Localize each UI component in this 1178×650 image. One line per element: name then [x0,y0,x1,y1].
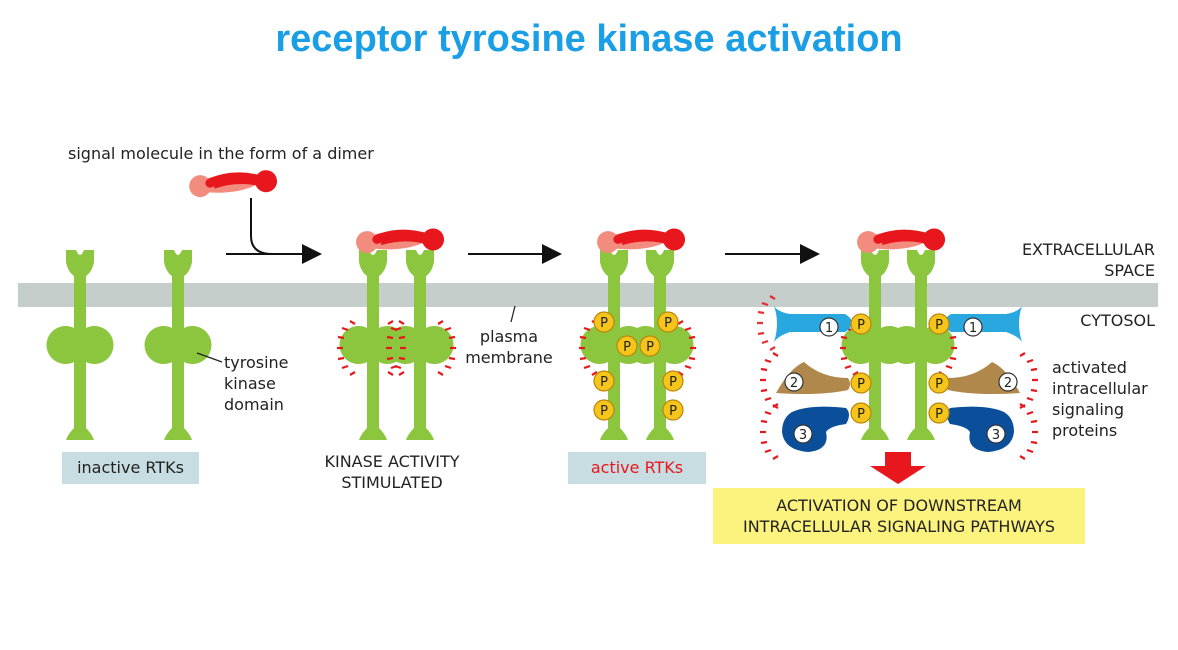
activated-proteins-label: activated intracellular signaling protei… [1052,357,1148,441]
protein-number-1: 1 [819,317,839,337]
protein-number-3: 3 [793,424,813,444]
page-title: receptor tyrosine kinase activation [275,18,903,60]
inactive-receptor-left [46,250,114,440]
plasma-line2: membrane [465,348,553,367]
phosphate-p-text: P [857,377,865,392]
downstream-activation-box: ACTIVATION OF DOWNSTREAM INTRACELLULAR S… [713,488,1085,544]
signaling-protein-3-left [782,406,849,452]
phosphate-p: P [616,335,638,357]
phosphate-p-text: P [623,340,631,355]
activated-line2: intracellular [1052,379,1148,398]
phosphate-p-text: P [600,316,608,331]
tyrosine-kinase-pointer [196,352,223,363]
phosphate-p: P [928,313,950,335]
binding-arrow [250,198,322,264]
phosphate-p-text: P [600,375,608,390]
tyrosine-line1: tyrosine [224,353,289,372]
kinase-activity-label: KINASE ACTIVITY STIMULATED [300,451,484,493]
phosphate-p-text: P [664,316,672,331]
active-rtks-label: active RTKs [568,452,706,484]
phosphate-p-text: P [669,404,677,419]
kinase-line2: STIMULATED [341,473,443,492]
stimulated-receptor-right [386,250,454,440]
signal-molecule-label: signal molecule in the form of a dimer [68,144,374,163]
tyrosine-line3: domain [224,395,284,414]
plasma-membrane-band [18,283,1158,307]
signal-molecule-free [188,167,278,200]
downstream-line1: ACTIVATION OF DOWNSTREAM [776,496,1022,515]
activated-line3: signaling [1052,400,1125,419]
phosphate-p-text: P [669,375,677,390]
extracellular-line2: SPACE [1104,261,1155,280]
plasma-line1: plasma [479,327,539,346]
protein-number-1-text: 1 [969,321,977,336]
phosphate-p: P [928,372,950,394]
protein-number-badges: 1 1 2 2 3 3 [784,317,1018,444]
phosphate-p: P [593,311,615,333]
extracellular-line1: EXTRACELLULAR [1021,240,1155,259]
activated-line1: activated [1052,358,1127,377]
protein-number-1-text: 1 [825,321,833,336]
protein-number-1: 1 [963,317,983,337]
signaling-protein-1-right [944,306,1022,342]
phosphate-p: P [662,370,684,392]
protein-number-2: 2 [784,372,804,392]
phosphate-p-text: P [935,377,943,392]
protein-number-2-text: 2 [790,376,798,391]
tyrosine-line2: kinase [224,374,276,393]
kinase-line1: KINASE ACTIVITY [324,452,460,471]
phosphate-p-text: P [857,407,865,422]
inactive-rtks-label: inactive RTKs [62,452,199,484]
protein-number-3: 3 [986,424,1006,444]
protein-number-3-text: 3 [799,428,807,443]
phosphate-p-text: P [935,318,943,333]
extracellular-space-label: EXTRACELLULAR SPACE [980,239,1155,281]
protein-number-2: 2 [998,372,1018,392]
phosphate-p-text: P [857,318,865,333]
protein-number-3-text: 3 [992,428,1000,443]
plasma-membrane-pointer [510,305,516,323]
phosphate-p-text: P [935,407,943,422]
phosphate-p: P [850,402,872,424]
downstream-line2: INTRACELLULAR SIGNALING PATHWAYS [742,517,1056,536]
tyrosine-kinase-domain-label: tyrosine kinase domain [224,352,289,415]
phosphate-p: P [928,402,950,424]
phosphate-p-text: P [600,404,608,419]
signaling-protein-1-left [755,294,852,352]
plasma-membrane-label: plasma membrane [454,326,564,368]
phosphate-p: P [850,313,872,335]
phosphate-p-text: P [646,340,654,355]
phosphate-p: P [657,311,679,333]
protein-number-2-text: 2 [1004,376,1012,391]
phosphate-p: P [593,399,615,421]
phosphate-p: P [639,335,661,357]
phosphate-p: P [662,399,684,421]
downstream-arrow [870,452,926,484]
inactive-receptor-right [144,250,212,440]
phosphate-p: P [850,372,872,394]
cytosol-label: CYTOSOL [1080,311,1155,330]
activated-line4: proteins [1052,421,1118,440]
phosphate-p: P [593,370,615,392]
